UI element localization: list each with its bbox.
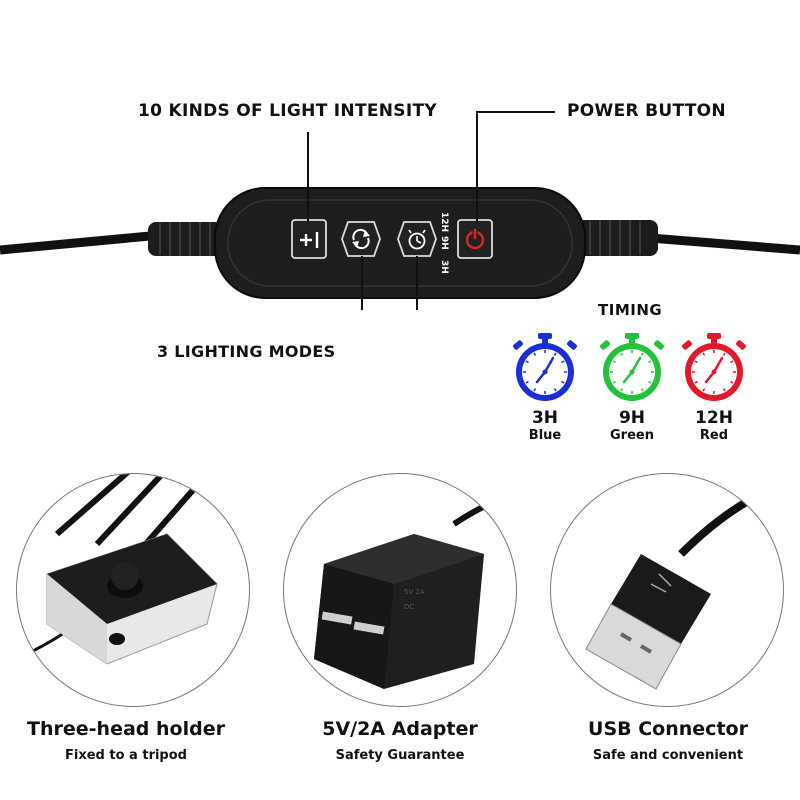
callout-power: POWER BUTTON: [567, 101, 726, 121]
stopwatch-red-icon: [682, 333, 746, 401]
stopwatch-green-icon: [600, 333, 664, 401]
leader-timer: [416, 256, 418, 310]
strain-relief-left: [148, 222, 228, 256]
controller-illustration: 12H 9H 3H: [0, 111, 800, 310]
strain-relief-right: [572, 220, 658, 256]
leader-power: [476, 111, 555, 222]
timing-hours: 9H: [618, 408, 646, 428]
adapter-image: 5V 2A DC: [283, 473, 517, 707]
timer-label-3h: 3H: [439, 260, 449, 274]
timing-title: TIMING: [598, 301, 663, 319]
svg-text:DC: DC: [404, 603, 414, 611]
timer-button: [397, 221, 437, 257]
timer-label-12h: 12H: [439, 212, 449, 232]
timing-item-blue: 3H Blue: [505, 330, 585, 443]
timer-label-9h: 9H: [439, 236, 449, 250]
svg-text:5V 2A: 5V 2A: [404, 588, 425, 596]
cable-left: [0, 231, 151, 255]
callout-intensity: 10 KINDS OF LIGHT INTENSITY: [138, 101, 437, 121]
callout-modes: 3 LIGHTING MODES: [157, 342, 336, 361]
timing-color: Blue: [528, 428, 562, 443]
feature-subtitle: Safety Guarantee: [335, 748, 465, 763]
timer-indicator-labels: 12H 9H 3H: [439, 212, 449, 274]
timing-hours: 12H: [695, 408, 733, 428]
leader-modes: [361, 256, 363, 310]
holder-image: [16, 473, 250, 707]
timing-item-red: 12H Red: [674, 330, 754, 443]
feature-title: USB Connector: [588, 718, 748, 740]
mode-button: [341, 221, 381, 257]
feature-subtitle: Safe and convenient: [592, 748, 744, 763]
feature-subtitle: Fixed to a tripod: [65, 748, 187, 763]
stopwatch-blue-icon: [513, 333, 577, 401]
power-button: [457, 219, 493, 259]
plus-minus-button: [291, 219, 327, 259]
timing-item-green: 9H Green: [592, 330, 672, 443]
timing-color: Green: [610, 428, 654, 443]
cable-right: [649, 233, 800, 255]
usb-image: [550, 473, 784, 707]
timing-color: Red: [699, 428, 729, 443]
feature-title: Three-head holder: [27, 718, 225, 740]
feature-title: 5V/2A Adapter: [322, 718, 478, 740]
timing-hours: 3H: [531, 408, 559, 428]
